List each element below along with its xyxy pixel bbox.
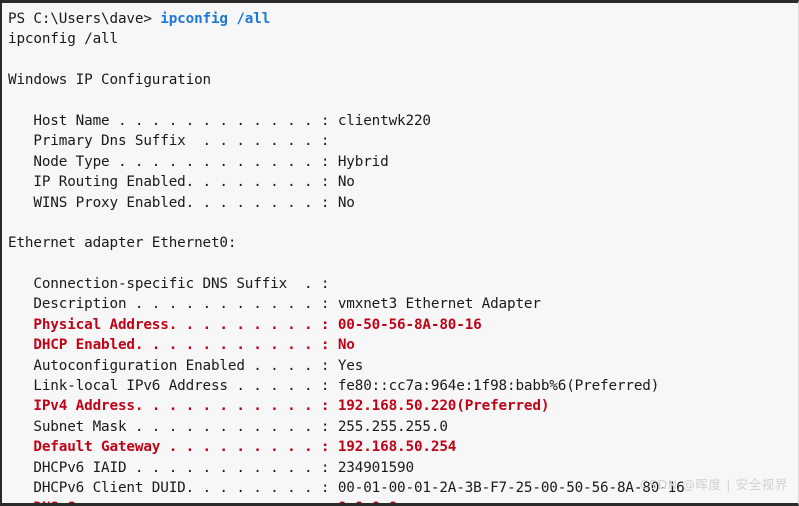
config-label: Default Gateway . . . . . . . . . : (8, 439, 338, 456)
config-label: DHCP Enabled. . . . . . . . . . . : (8, 337, 338, 354)
config-row: Host Name . . . . . . . . . . . . : clie… (8, 111, 798, 131)
config-label: Physical Address. . . . . . . . . : (8, 316, 338, 333)
config-label: IP Routing Enabled. . . . . . . . : (8, 174, 338, 191)
config-value: 192.168.50.220(Preferred) (337, 398, 550, 415)
config-row: Primary Dns Suffix . . . . . . . : (8, 131, 798, 151)
blank-line (8, 91, 798, 111)
config-label: Host Name . . . . . . . . . . . . : (8, 112, 338, 129)
terminal-screen: PS C:\Users\dave> ipconfig /all ipconfig… (2, 3, 798, 503)
config-value: 192.168.50.254 (337, 439, 457, 456)
config-row: Autoconfiguration Enabled . . . . : Yes (8, 356, 798, 376)
config-value: 234901590 (337, 459, 414, 476)
config-value: Hybrid (337, 153, 389, 170)
config-label: DNS Servers . . . . . . . . . . . : (8, 500, 338, 503)
config-row: Description . . . . . . . . . . . : vmxn… (8, 294, 798, 314)
config-value: fe80::cc7a:964e:1f98:babb%6(Preferred) (337, 378, 660, 395)
config-value: clientwk220 (337, 112, 431, 129)
section-heading-ethernet-adapter: Ethernet adapter Ethernet0: (8, 233, 798, 253)
command-echo-line: ipconfig /all (8, 29, 798, 49)
config-value: 00-50-56-8A-80-16 (337, 316, 482, 333)
config-label: Subnet Mask . . . . . . . . . . . : (8, 418, 338, 435)
prompt-line: PS C:\Users\dave> ipconfig /all (8, 9, 798, 29)
config-label: Node Type . . . . . . . . . . . . : (8, 153, 338, 170)
config-label: Primary Dns Suffix . . . . . . . : (8, 133, 330, 150)
config-value: No (337, 337, 355, 354)
config-label: DHCPv6 Client DUID. . . . . . . . : (8, 479, 338, 496)
config-value: 00-01-00-01-2A-3B-F7-25-00-50-56-8A-80-1… (337, 479, 685, 496)
config-row: Connection-specific DNS Suffix . : (8, 274, 798, 294)
section-heading-windows-ip-configuration: Windows IP Configuration (8, 70, 798, 90)
watermark-text: CSDN @晖度 | 安全视界 (639, 476, 788, 492)
config-row: Link-local IPv6 Address . . . . . : fe80… (8, 376, 798, 396)
prompt-text: PS C:\Users\dave> (8, 11, 161, 27)
blank-line (8, 254, 798, 274)
config-row-highlighted: Default Gateway . . . . . . . . . : 192.… (8, 437, 798, 457)
config-row-highlighted: DNS Servers . . . . . . . . . . . : 8.8.… (8, 498, 798, 503)
command-echo-text: ipconfig /all (8, 31, 118, 48)
config-row: DHCPv6 Client DUID. . . . . . . . : 00-0… (8, 478, 798, 498)
section-heading-text: Ethernet adapter Ethernet0: (8, 235, 237, 252)
config-row: DHCPv6 IAID . . . . . . . . . . . : 2349… (8, 458, 798, 478)
config-label: Autoconfiguration Enabled . . . . : (8, 357, 338, 374)
blank-line (8, 213, 798, 233)
config-row-highlighted: IPv4 Address. . . . . . . . . . . : 192.… (8, 396, 798, 416)
config-label: Connection-specific DNS Suffix . : (8, 276, 330, 293)
config-row-highlighted: DHCP Enabled. . . . . . . . . . . : No (8, 335, 798, 355)
config-value: Yes (337, 357, 364, 374)
config-label: IPv4 Address. . . . . . . . . . . : (8, 398, 338, 415)
config-row: Subnet Mask . . . . . . . . . . . : 255.… (8, 417, 798, 437)
config-label: Link-local IPv6 Address . . . . . : (8, 378, 338, 395)
typed-command: ipconfig /all (160, 11, 271, 27)
config-label: Description . . . . . . . . . . . : (8, 296, 338, 313)
config-label: WINS Proxy Enabled. . . . . . . . : (8, 194, 338, 211)
config-value: No (337, 194, 355, 211)
config-value: 255.255.255.0 (337, 418, 448, 435)
config-value: No (337, 174, 355, 191)
config-row: Node Type . . . . . . . . . . . . : Hybr… (8, 152, 798, 172)
config-label: DHCPv6 IAID . . . . . . . . . . . : (8, 459, 338, 476)
config-value: vmxnet3 Ethernet Adapter (337, 296, 541, 313)
config-row-highlighted: Physical Address. . . . . . . . . : 00-5… (8, 315, 798, 335)
section-heading-text: Windows IP Configuration (8, 72, 211, 89)
config-value: 8.8.8.8 (338, 500, 397, 503)
config-row: WINS Proxy Enabled. . . . . . . . : No (8, 193, 798, 213)
config-row: IP Routing Enabled. . . . . . . . : No (8, 172, 798, 192)
blank-line (8, 50, 798, 70)
